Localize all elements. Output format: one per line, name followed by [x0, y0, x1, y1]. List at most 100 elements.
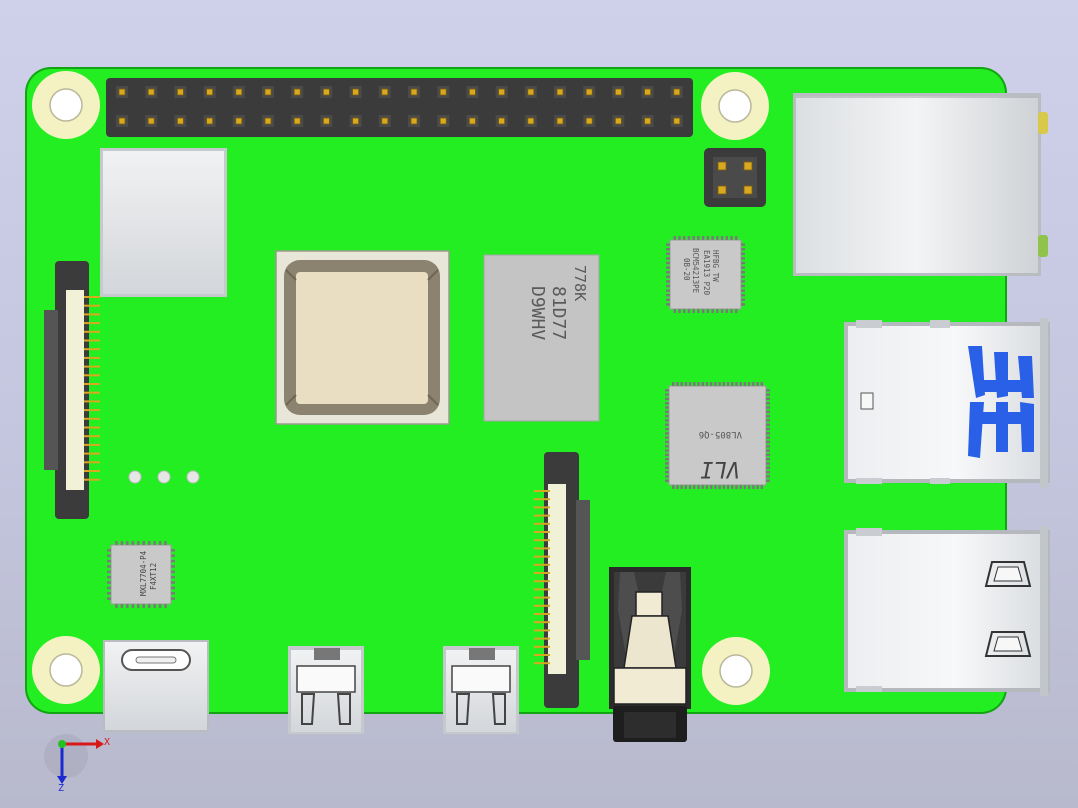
usb-controller-lead [766, 436, 770, 439]
usb-controller-logo: VLI [700, 456, 740, 481]
phy-lead [720, 309, 724, 313]
usb-controller-lead [665, 419, 669, 422]
phy-lead [687, 309, 691, 313]
pmic-lead [126, 604, 129, 608]
pmic-leads [107, 541, 175, 608]
usb-controller-lead [705, 485, 709, 489]
phy-marking-1: BCM54213PE [691, 248, 700, 294]
axis-x-label: X [104, 737, 110, 748]
usb-controller-lead [709, 382, 713, 386]
csi-pin [534, 547, 550, 550]
usb-controller-lead [722, 382, 726, 386]
dsi-pin [84, 478, 100, 481]
phy-lead [716, 309, 719, 313]
usb-controller-leads [665, 382, 770, 489]
phy-lead [666, 243, 670, 246]
gpio-pin [293, 117, 301, 125]
phy-lead [711, 309, 714, 313]
gpio-pin [498, 88, 506, 96]
phy-lead [697, 236, 700, 240]
gpio-pin [410, 117, 418, 125]
usb-controller-lead [688, 485, 692, 489]
phy-lead [666, 248, 670, 251]
gpio-pin [527, 88, 535, 96]
usb-controller-lead [739, 485, 742, 489]
phy-lead [741, 303, 745, 306]
usb-controller-lead [766, 440, 770, 444]
usb-controller-lead [752, 485, 755, 489]
phy-lead [666, 275, 670, 278]
pmic-lead [120, 604, 124, 608]
phy-lead [692, 309, 695, 313]
gpio-pin [673, 117, 681, 125]
csi-pin [534, 629, 550, 632]
pmic-lead [147, 541, 151, 545]
usb-controller-lead [665, 414, 669, 418]
poe-header [704, 148, 766, 207]
phy-marking-2: HFBG TW [711, 250, 720, 282]
pmic-lead [171, 549, 175, 552]
gpio-pin [235, 117, 243, 125]
gpio-pin [644, 88, 651, 96]
csi-pin [534, 555, 550, 558]
usb-controller-lead [718, 485, 721, 489]
phy-lead [741, 266, 745, 269]
pmic-lead [158, 604, 162, 608]
phy-marking-4: 0B-20 [682, 258, 691, 281]
usb-controller-marking: VL805-Q6 [699, 429, 742, 439]
dsi-pin [84, 356, 100, 359]
usb-controller-lead [665, 462, 669, 465]
test-pads [128, 470, 200, 484]
csi-pin [534, 514, 550, 517]
phy-lead [741, 261, 745, 265]
dsi-pin [84, 365, 100, 368]
usb-controller-lead [665, 410, 669, 414]
phy-lead [666, 252, 670, 255]
phy-lead [666, 289, 670, 292]
usb-controller-lead [718, 382, 721, 386]
dsi-pin [84, 330, 100, 333]
usb-controller-lead [766, 389, 770, 392]
dsi-pin [84, 435, 100, 438]
display-connector [44, 261, 100, 519]
phy-lead [666, 257, 670, 260]
phy-lead [730, 236, 733, 240]
dsi-pin [84, 417, 100, 420]
usb-controller-lead [766, 427, 770, 431]
phy-lead [666, 298, 670, 301]
usb-controller-lead [665, 393, 669, 396]
dsi-pin [84, 383, 100, 385]
pmic-lead [153, 604, 156, 608]
phy-lead [730, 309, 733, 313]
phy-lead [666, 303, 670, 306]
usb-controller-lead [743, 382, 747, 386]
pmic-lead [126, 541, 129, 545]
phy-lead [666, 294, 670, 297]
soc-chip [275, 250, 450, 425]
pmic-lead [107, 565, 111, 568]
phy-lead [666, 266, 670, 269]
usb-c-power-port [103, 640, 209, 732]
usb-controller-lead [766, 466, 770, 469]
dsi-pin [84, 374, 100, 377]
usb-controller-lead [665, 432, 669, 435]
csi-pin [534, 572, 550, 574]
ram-marking-2: 81D77 [548, 286, 569, 340]
usb-controller-lead [665, 475, 669, 478]
poe-pin [743, 185, 753, 195]
pmic-lead [115, 541, 118, 545]
usb-controller-lead [665, 427, 669, 431]
gpio-pin [206, 88, 214, 96]
gpio-pin [352, 88, 360, 96]
csi-pin [534, 531, 550, 533]
pmic-marking-2: F4XT12 [149, 563, 158, 590]
gpio-pin [527, 117, 535, 125]
usb-controller-lead [766, 475, 770, 478]
usb-controller-lead [766, 393, 770, 396]
pmic-lead [171, 554, 175, 557]
usb-controller-lead [672, 485, 675, 489]
usb-controller-lead [714, 382, 717, 386]
usb-controller-lead [672, 382, 675, 386]
phy-lead [741, 289, 745, 292]
usb-controller-lead [665, 402, 669, 405]
